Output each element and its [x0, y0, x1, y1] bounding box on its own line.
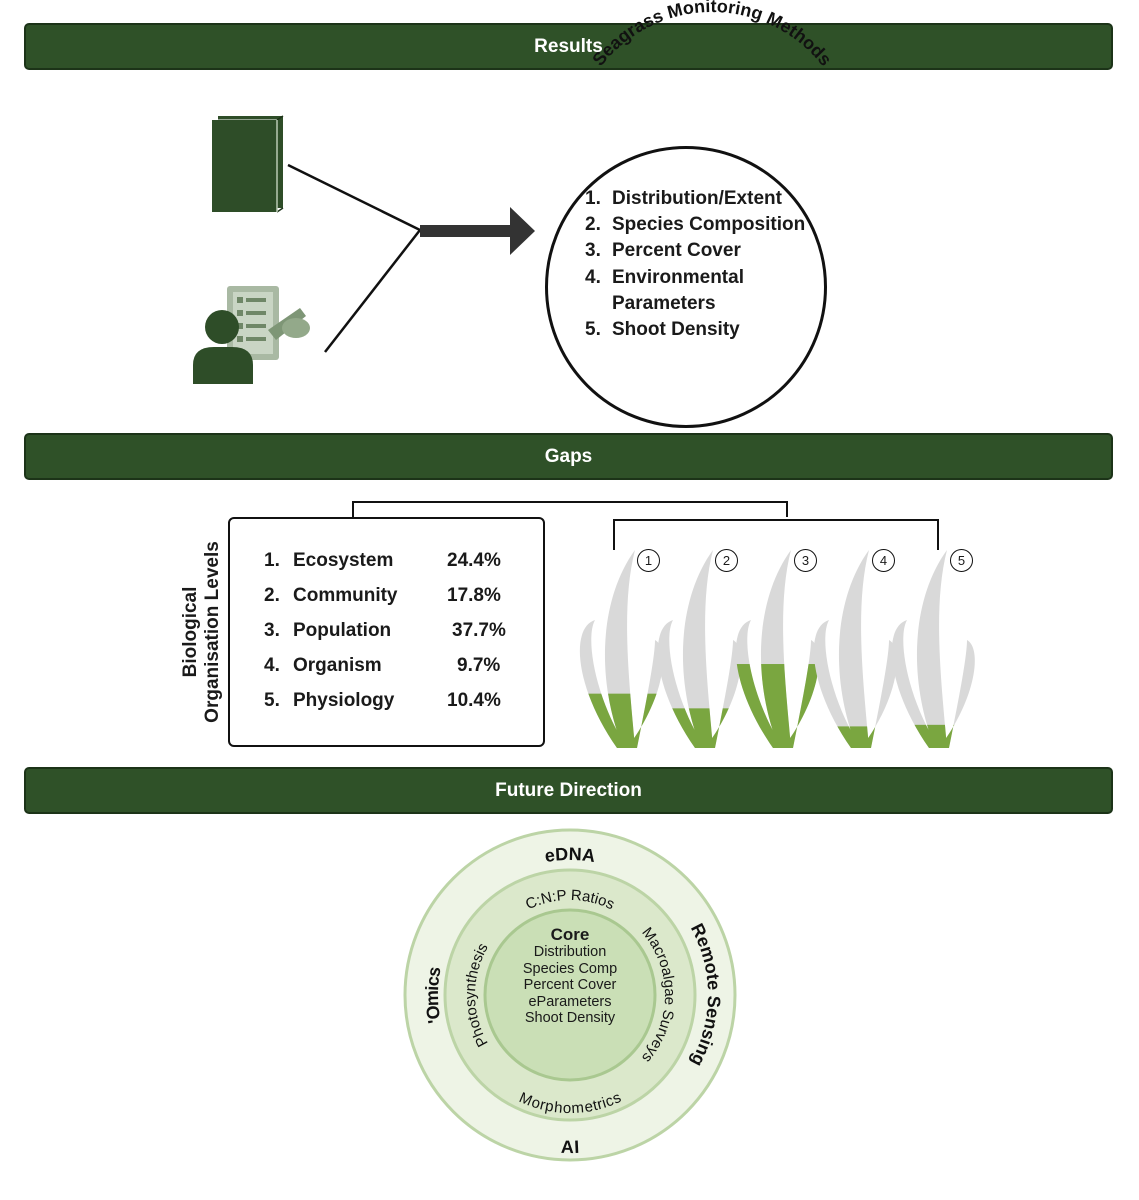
future-direction-title: Future Direction [495, 779, 642, 801]
seagrass-blade [627, 640, 663, 748]
outer-label-left: 'Omics [422, 965, 445, 1025]
seagrass-blade [891, 620, 939, 748]
shoot-number-5: 5 [950, 549, 973, 572]
gaps-banner: Gaps [24, 433, 1113, 480]
method-item: 3.Percent Cover [585, 240, 741, 262]
method-item: Parameters [612, 292, 716, 314]
connector-line-survey [324, 229, 421, 353]
seagrass-blade [657, 620, 705, 748]
levels-axis-label: Biological Organisation Levels [180, 541, 223, 723]
core-circle [483, 908, 657, 1082]
method-item: 5.Shoot Density [585, 319, 740, 341]
person-with-checklist-icon [193, 286, 310, 384]
seagrass-shoots [579, 550, 975, 748]
seagrass-blade [838, 550, 869, 748]
gaps-graphics [352, 501, 975, 748]
seagrass-blade [705, 640, 741, 748]
methods-circle [545, 146, 827, 428]
connector-line-book [287, 163, 421, 232]
seagrass-blade [682, 550, 713, 748]
core-item: Shoot Density [524, 1010, 616, 1026]
book-icon [211, 115, 284, 213]
bracket-top [352, 501, 788, 517]
method-item: 4.Environmental [585, 266, 744, 288]
levels-box [228, 517, 545, 747]
core-item: eParameters [528, 993, 612, 1010]
arrow-right-icon [420, 207, 535, 255]
seagrass-shoot [891, 550, 975, 748]
seagrass-fill-level [891, 724, 975, 748]
seagrass-blade [916, 550, 947, 748]
seagrass-blade [939, 640, 975, 748]
seagrass-shoot [579, 550, 663, 748]
seagrass-blade [861, 640, 897, 748]
core-title: Core [550, 925, 590, 944]
outer-label-bottom: AI [561, 1137, 580, 1157]
core-item: Distribution [533, 944, 607, 960]
method-item: 2.Species Composition [585, 214, 806, 236]
results-graphics: Seagrass Monitoring Methods [193, 0, 836, 384]
gaps-title: Gaps [544, 445, 593, 467]
seagrass-shoot [657, 550, 741, 748]
core-text: Core Distribution Species Comp Percent C… [490, 925, 650, 1027]
seagrass-fill-level [657, 708, 741, 748]
bracket-shoots [613, 519, 939, 550]
seagrass-blade [735, 620, 783, 748]
results-banner: Results [24, 23, 1113, 70]
seagrass-blade [579, 620, 627, 748]
shoot-number-3: 3 [794, 549, 817, 572]
method-item: 1.Distribution/Extent [585, 188, 782, 209]
methods-list: 1.Distribution/Extent 2.Species Composit… [585, 186, 805, 343]
core-item: Percent Cover [523, 977, 617, 993]
shoot-number-1: 1 [637, 549, 660, 572]
shoot-number-4: 4 [872, 549, 895, 572]
future-direction-banner: Future Direction [24, 767, 1113, 814]
seagrass-fill-level [813, 726, 897, 748]
core-item: Species Comp [522, 960, 618, 977]
results-title: Results [534, 35, 603, 57]
methods-title: Seagrass Monitoring Methods [588, 0, 835, 70]
seagrass-blade [813, 620, 861, 748]
seagrass-shoot [813, 550, 897, 748]
shoot-number-2: 2 [715, 549, 738, 572]
outer-label-top: eDNA [543, 844, 596, 866]
seagrass-shoot [735, 550, 819, 748]
future-rings: eDNA AI 'Omics Remote Sensing C:N:P Rati… [403, 828, 737, 1162]
